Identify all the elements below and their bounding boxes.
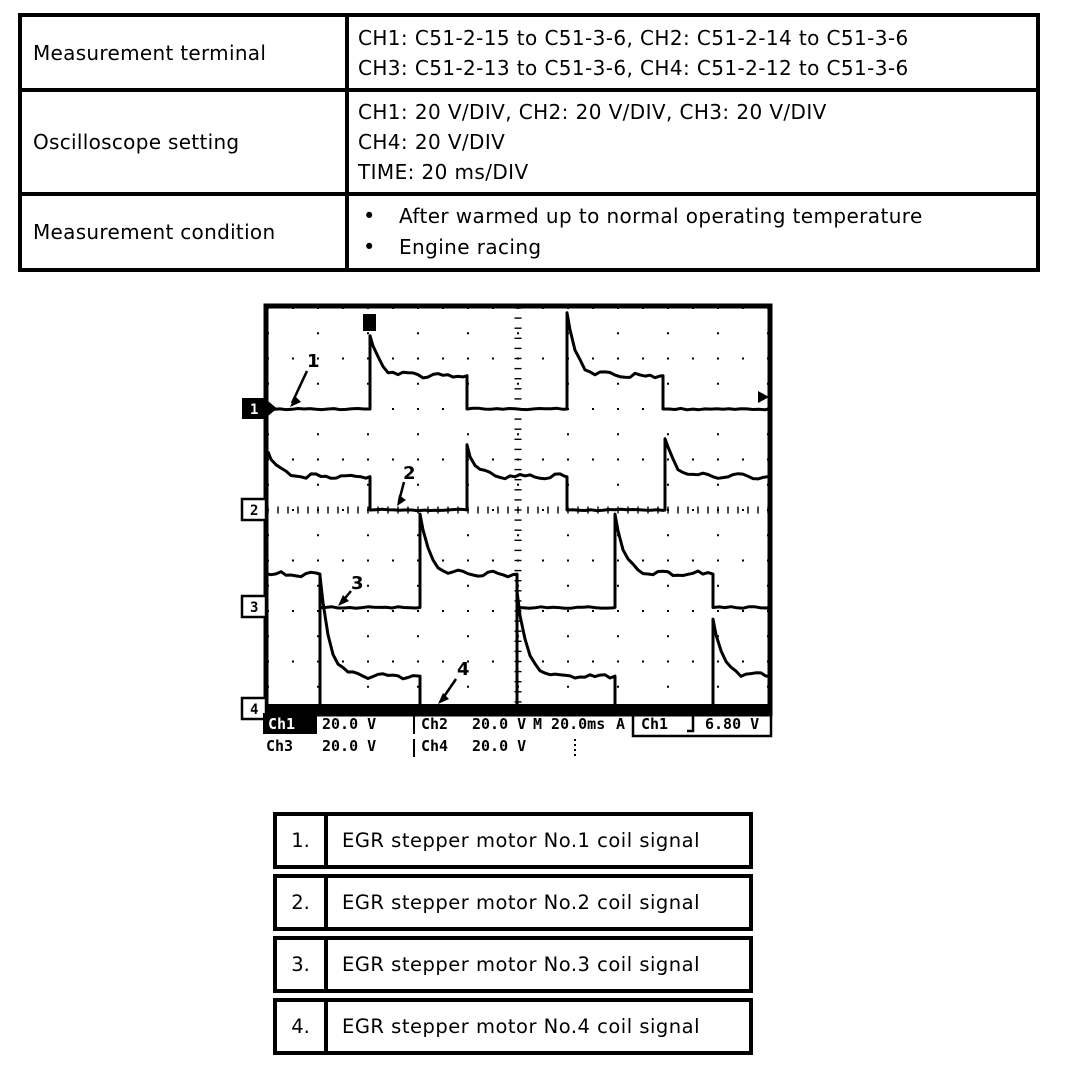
ch1-readout-label: Ch1 (268, 715, 295, 733)
trace-ch3 (267, 512, 769, 610)
trace-4-arrowhead-icon (438, 693, 449, 704)
ch2-readout-value: 20.0 V (472, 715, 526, 733)
legend-num-2: 2. (273, 874, 328, 931)
trace-3-label: 3 (351, 573, 364, 594)
timebase-readout: M 20.0ms (533, 715, 605, 733)
legend-row-3: 3. EGR stepper motor No.3 coil signal (273, 936, 753, 993)
spec-label-oscilloscope-setting: Oscilloscope setting (18, 88, 349, 196)
terminal-line-2: CH3: C51-2-13 to C51-3-6, CH4: C51-2-12 … (358, 55, 909, 80)
trigger-source-readout: Ch1 (641, 715, 668, 733)
condition-text-1: After warmed up to normal operating temp… (399, 204, 923, 228)
ch3-readout-value: 20.0 V (322, 737, 376, 755)
legend-num-1: 1. (273, 812, 328, 869)
ch3-marker-label: 3 (250, 600, 258, 616)
legend-num-4: 4. (273, 998, 328, 1055)
rising-edge-icon (687, 713, 700, 733)
scope-readout-line-2: Ch3 20.0 V Ch4 20.0 V (266, 737, 576, 759)
ch3-ground-marker (240, 594, 268, 619)
measurement-spec-table: Measurement terminal CH1: C51-2-15 to C5… (18, 13, 1040, 272)
legend-row-4: 4. EGR stepper motor No.4 coil signal (273, 998, 753, 1055)
trace-2-label: 2 (403, 463, 416, 484)
ch4-readout-label: Ch4 (421, 737, 448, 755)
legend-row-2: 2. EGR stepper motor No.2 coil signal (273, 874, 753, 931)
spec-row-measurement-terminal: Measurement terminal CH1: C51-2-15 to C5… (18, 13, 1040, 92)
trace-ch2 (266, 437, 769, 513)
trace-ch1 (267, 311, 769, 412)
condition-text-2: Engine racing (399, 235, 542, 259)
oscilloscope-figure: 1 2 3 4 1 2 3 4 (240, 300, 780, 762)
spec-value-oscilloscope-setting: CH1: 20 V/DIV, CH2: 20 V/DIV, CH3: 20 V/… (345, 88, 1040, 196)
legend-row-1: 1. EGR stepper motor No.1 coil signal (273, 812, 753, 869)
signal-legend-table: 1. EGR stepper motor No.1 coil signal 2.… (273, 812, 753, 1060)
bullet-icon: • (363, 204, 376, 228)
setting-line-1: CH1: 20 V/DIV, CH2: 20 V/DIV, CH3: 20 V/… (358, 100, 827, 124)
channel-ground-markers: 1 2 3 4 (240, 398, 277, 721)
ch2-readout-label: Ch2 (421, 715, 448, 733)
bullet-icon: • (363, 235, 376, 259)
trigger-mode-readout: A (616, 715, 625, 733)
trigger-position-marker (363, 314, 376, 331)
ch4-ground-marker (240, 696, 268, 721)
spec-label-measurement-condition: Measurement condition (18, 192, 349, 272)
condition-bullet-1: • After warmed up to normal operating te… (358, 201, 1030, 232)
spec-value-measurement-terminal: CH1: C51-2-15 to C51-3-6, CH2: C51-2-14 … (345, 13, 1040, 92)
oscilloscope-screenshot: 1 2 3 4 1 2 3 4 (240, 303, 773, 759)
legend-desc-3: EGR stepper motor No.3 coil signal (324, 936, 753, 993)
trace-1-arrowhead-icon (290, 396, 301, 407)
condition-bullet-2: • Engine racing (358, 232, 1030, 263)
setting-line-2: CH4: 20 V/DIV (358, 130, 506, 154)
setting-line-3: TIME: 20 ms/DIV (358, 160, 529, 184)
spec-label-measurement-terminal: Measurement terminal (18, 13, 349, 92)
trace-1-label: 1 (307, 351, 320, 372)
legend-desc-1: EGR stepper motor No.1 coil signal (324, 812, 753, 869)
ch2-marker-label: 2 (250, 503, 258, 519)
scope-graticule (267, 307, 769, 713)
scope-readout-line-1: Ch1 20.0 V Ch2 20.0 V M 20.0ms A Ch1 6.8… (263, 707, 773, 738)
spec-value-measurement-condition: • After warmed up to normal operating te… (345, 192, 1040, 272)
legend-num-3: 3. (273, 936, 328, 993)
ch4-readout-value: 20.0 V (472, 737, 526, 755)
legend-desc-2: EGR stepper motor No.2 coil signal (324, 874, 753, 931)
ch3-readout-label: Ch3 (266, 737, 293, 755)
trigger-level-readout: 6.80 V (705, 715, 759, 733)
ch1-marker-arrow-icon (268, 401, 277, 416)
ch2-ground-marker (240, 497, 268, 522)
ch1-readout-highlight (263, 713, 317, 734)
ch1-ground-marker (242, 398, 268, 419)
trace-3-arrowhead-icon (338, 595, 349, 606)
trigger-level-arrow-icon (758, 391, 769, 403)
ch1-marker-label: 1 (250, 402, 258, 418)
trace-4-label: 4 (457, 659, 470, 680)
spec-row-oscilloscope-setting: Oscilloscope setting CH1: 20 V/DIV, CH2:… (18, 88, 1040, 196)
scope-bottom-border (264, 704, 772, 713)
ch1-readout-value: 20.0 V (322, 715, 376, 733)
trace-2-arrowhead-icon (397, 495, 406, 506)
terminal-line-1: CH1: C51-2-15 to C51-3-6, CH2: C51-2-14 … (358, 25, 909, 50)
spec-row-measurement-condition: Measurement condition • After warmed up … (18, 192, 1040, 272)
legend-desc-4: EGR stepper motor No.4 coil signal (324, 998, 753, 1055)
ch4-marker-label: 4 (250, 702, 258, 718)
trigger-readout-box (631, 707, 773, 738)
trace-callouts: 1 2 3 4 (290, 351, 470, 704)
